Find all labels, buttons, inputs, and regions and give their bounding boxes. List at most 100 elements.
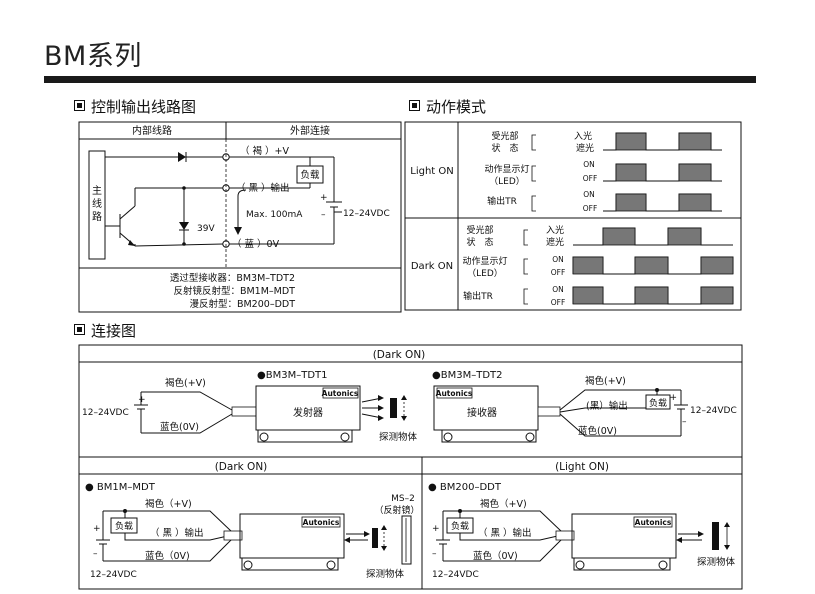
wire-black-label: （ 黑 ）输出 [150,527,204,539]
light-ray-arrow-icon [378,395,384,401]
section-title-control-output: 控制输出线路图 [74,96,196,117]
load-label: 负载 [451,520,469,532]
brand-plate [633,516,673,528]
supply-plus: + [320,193,328,203]
off-label: OFF [551,268,566,277]
light-ray-arrow-icon [378,405,384,411]
supply-plus: + [93,524,101,534]
model-line: 透过型接收器：BM3M–TDT2 [170,272,295,284]
connection-diagram: (Dark ON) (Dark ON) (Light ON) ●BM3M–TDT… [78,344,743,590]
tr-label: 输出TR [487,195,517,207]
off-label: OFF [551,298,566,307]
mount-hole-icon [575,560,585,570]
brand-logo: Autonics [303,518,340,527]
recv-state-label: 受光部 [466,224,493,236]
supply-voltage: 12–24VDC [432,570,479,580]
led-label: 动作显示灯 [462,255,507,267]
wire-blue-label: 蓝色(0V) [160,421,199,433]
header-external: 外部连接 [290,124,330,137]
supply-plus: + [669,393,677,403]
mode-light-on-right: (Light ON) [555,461,609,473]
wire-brown-label: 褐色(+V) [165,377,206,389]
target-object-icon [712,522,719,550]
page-title: BM系列 [44,41,142,72]
on-label: ON [583,190,595,199]
brand-logo: Autonics [635,518,672,527]
control-output-circuit: 内部线路 外部连接 主 线 路 39V （ 褐 ）+V （ 黑 ）输出 （ 蓝 … [78,121,402,313]
model-mdt: ● BM1M–MDT [85,482,156,493]
object-label: 探测物体 [366,568,405,580]
object-label: 探测物体 [697,556,736,568]
brand-plate [301,516,341,528]
timing-frame [404,121,742,311]
zener-diode-icon [179,222,189,230]
brand-plate [322,387,359,399]
wire-black-label: (黑）输出 [586,400,628,412]
reflector-icon [401,515,412,565]
brand-plate [436,387,473,399]
bullet-square-icon [409,100,420,111]
target-object-icon [372,528,378,548]
brand-logo: Autonics [322,389,359,398]
section-title-text: 连接图 [91,322,137,340]
supply-minus: – [93,549,98,559]
bullet-square-icon [74,100,85,111]
circuit-frame [78,121,402,313]
wire-brown-label: 褐色（+V) [145,498,192,510]
operation-mode-timing: Light ON Dark ON 受光部 状 态 动作显示灯 （LED） 输出T… [404,121,742,311]
max-current: Max. 100mA [246,210,303,220]
load-label: 负载 [115,520,133,532]
supply-voltage: 12–24VDC [90,570,137,580]
supply-voltage: 12–24VDC [82,408,129,418]
wire-blue-label: 蓝色（0V) [145,550,190,562]
light-ray-arrow-icon [364,531,370,537]
zener-voltage: 39V [197,224,215,234]
mount-hole-icon [326,560,336,570]
main-circuit-char: 路 [92,210,102,223]
supply-plus: + [138,395,146,405]
supply-plus: + [432,524,440,534]
dark-on-label: Dark ON [411,261,453,272]
mount-hole-icon [525,432,535,442]
bullet-square-icon [74,324,85,335]
wire-brown-label: 褐色(+V) [585,375,626,387]
on-label: ON [552,285,564,294]
led-label: 动作显示灯 [484,163,529,175]
off-label: OFF [583,174,598,183]
supply-voltage: 12–24VDC [690,406,737,416]
light-on-label: Light ON [410,166,454,177]
mount-hole-icon [658,560,668,570]
recv-state-label: 受光部 [491,130,518,142]
reflector-model: MS–2 [391,494,415,504]
wire-black-label: （ 黑 ）输出 [478,527,532,539]
recv-state-label: 状 态 [466,236,493,248]
target-object-icon [390,398,397,418]
model-ddt: ● BM200–DDT [428,482,502,493]
supply-voltage: 12–24VDC [343,209,390,219]
main-circuit-char: 线 [92,197,102,210]
model-tdt2: ●BM3M–TDT2 [432,370,502,381]
supply-minus: – [432,549,437,559]
title-divider-bar [44,76,756,83]
mount-hole-icon [340,432,350,442]
supply-minus: – [682,417,687,427]
model-tdt1: ●BM3M–TDT1 [257,370,327,381]
on-label: ON [583,160,595,169]
load-box [645,394,671,410]
light-ray-arrow-icon [378,415,384,421]
off-label: OFF [583,204,598,213]
main-circuit-char: 主 [92,185,102,197]
section-title-connection: 连接图 [74,320,136,341]
light-ray-arrow-icon [676,537,682,543]
header-internal: 内部线路 [132,124,172,137]
wire-blue-label: 蓝色(0V) [578,425,617,437]
led-label: （LED） [489,176,525,187]
connection-frame [78,344,743,590]
current-arrow-icon [234,227,242,235]
load-label: 负载 [300,169,320,181]
mount-hole-icon [443,432,453,442]
light-ray-arrow-icon [698,531,704,537]
emitter-label: 发射器 [293,406,323,419]
blocked-label: 遮光 [576,142,594,154]
